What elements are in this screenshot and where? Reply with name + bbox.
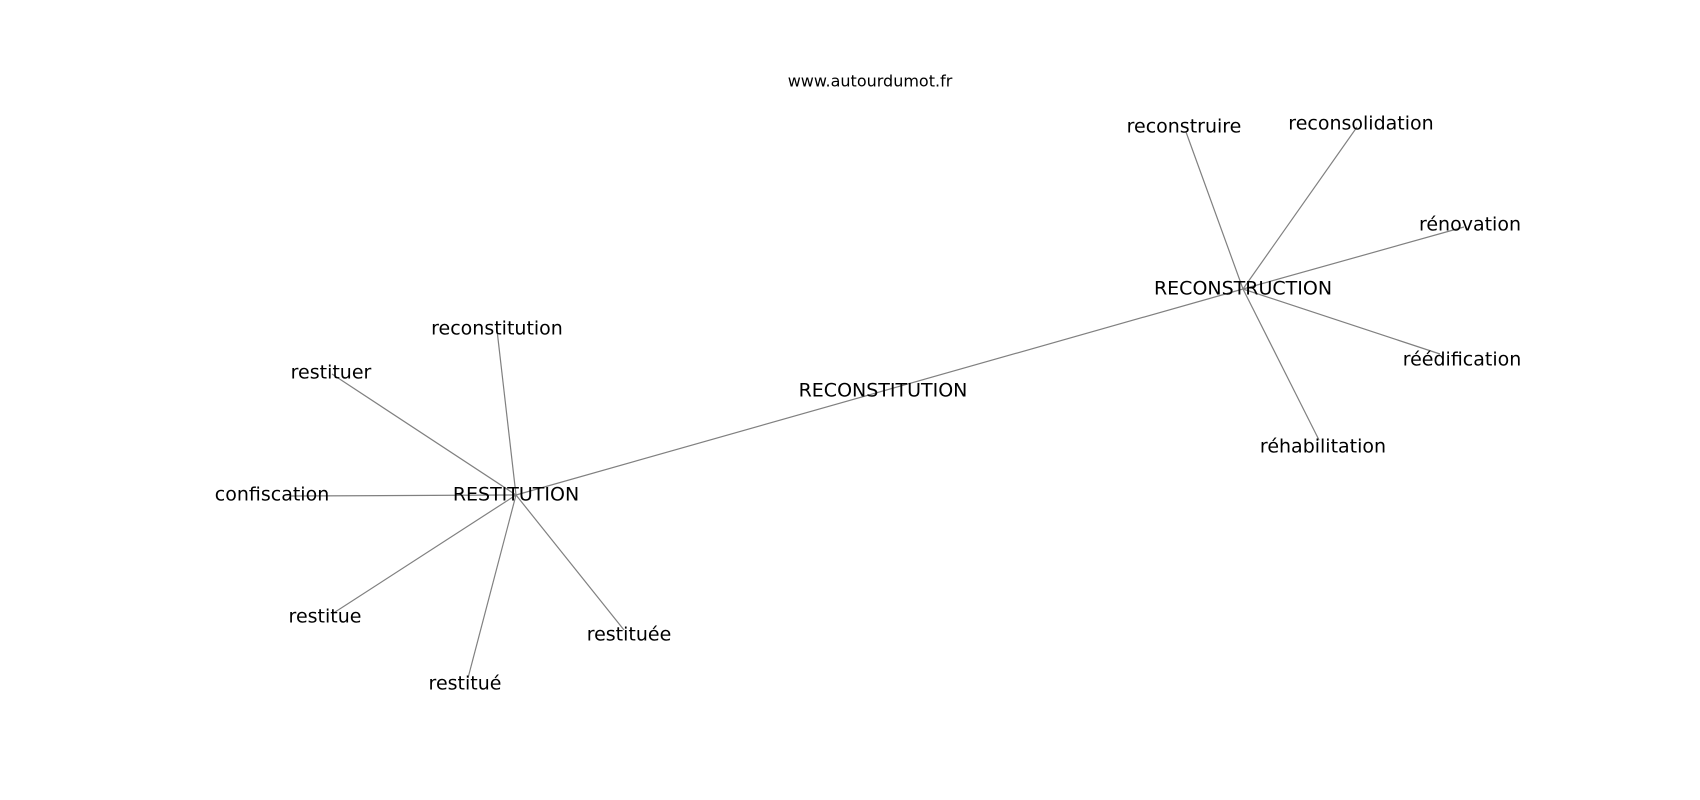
edge-restitution-reconstitution [496, 329, 517, 496]
edge-restitution-confiscation [290, 494, 517, 497]
node-label-reconstitution: reconstitution [431, 318, 563, 340]
edge-reconstruction-renovation [1242, 226, 1465, 290]
edge-restitution-restitue [331, 494, 517, 615]
watermark-text: www.autourdumot.fr [788, 72, 953, 91]
node-label-reconsolidation: reconsolidation [1288, 113, 1433, 135]
node-label-restituer: restituer [291, 362, 372, 384]
edge-restitution-restitue [467, 494, 517, 679]
node-label-reedification: réédification [1403, 349, 1522, 371]
edge-reconstruction-rehabilitation [1242, 288, 1320, 441]
node-label-renovation: rénovation [1419, 214, 1521, 236]
edge-reconstruction-reconstruire [1185, 131, 1244, 290]
node-label-confiscation: confiscation [215, 484, 329, 506]
node-label-restitue: restitué [429, 673, 502, 695]
edge-reconstruction-reconsolidation [1242, 126, 1358, 290]
node-label-reconstruction: RECONSTRUCTION [1154, 278, 1332, 300]
edges-layer [290, 126, 1465, 679]
node-label-reconstitution: RECONSTITUTION [799, 380, 968, 402]
edge-restitution-restituee [515, 494, 625, 631]
edge-restitution-restituer [331, 373, 517, 496]
node-label-restitution: RESTITUTION [453, 484, 579, 506]
node-label-reconstruire: reconstruire [1127, 116, 1242, 138]
node-label-rehabilitation: réhabilitation [1260, 436, 1386, 458]
edge-reconstruction-reedification [1242, 288, 1441, 355]
node-label-restituee: restituée [587, 624, 672, 646]
node-label-restitue: restitue [289, 606, 362, 628]
edge-restitution-reconstruction [515, 288, 1244, 496]
labels-layer: RECONSTITUTION RESTITUTION RECONSTRUCTION r… [215, 113, 1522, 695]
